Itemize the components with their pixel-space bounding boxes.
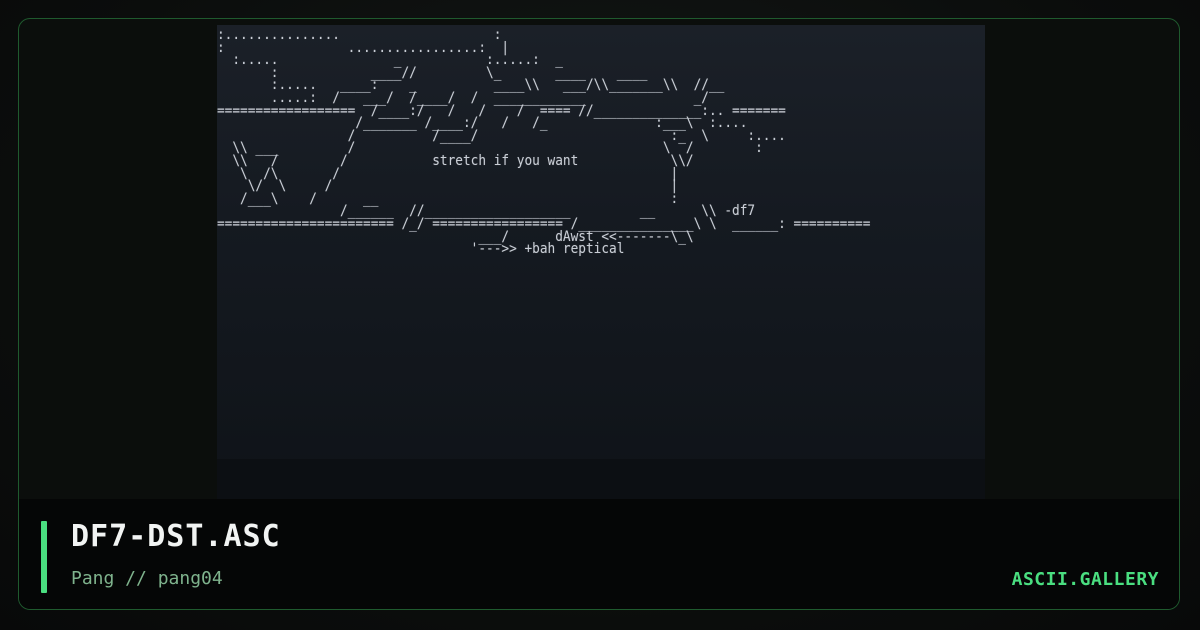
artwork-title: DF7-DST.ASC [71, 519, 281, 554]
accent-bar [41, 521, 47, 593]
site-brand[interactable]: ASCII.GALLERY [1011, 569, 1159, 590]
card-footer: DF7-DST.ASC Pang // pang04 ASCII.GALLERY [19, 499, 1179, 609]
artist-credit: Pang // pang04 [71, 568, 223, 589]
ascii-art-panel: :............... : : .................: … [217, 25, 985, 501]
artwork-card: :............... : : .................: … [18, 18, 1180, 610]
ascii-art: :............... : : .................: … [217, 27, 871, 258]
